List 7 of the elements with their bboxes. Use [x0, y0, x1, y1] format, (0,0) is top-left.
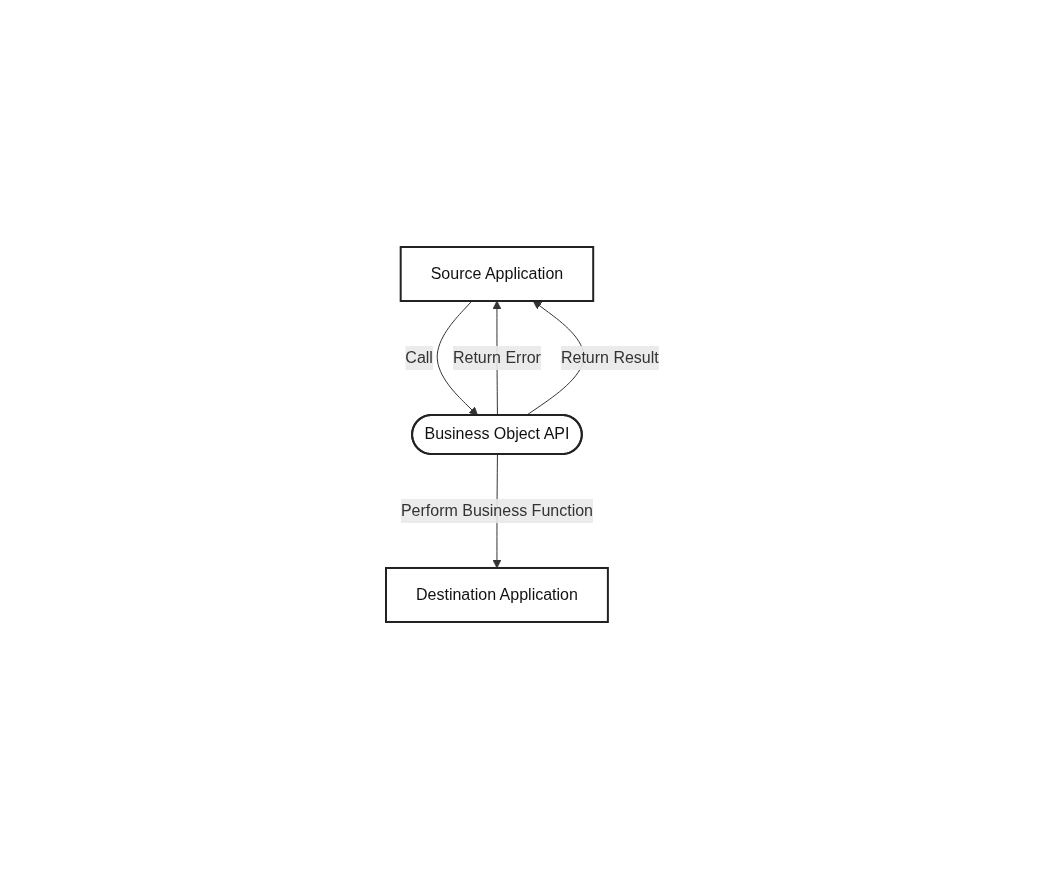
- node-box: Destination Application: [385, 567, 609, 623]
- arrow: [436, 300, 479, 416]
- edge-label: Return Result: [561, 349, 659, 366]
- edge-label: Call: [405, 349, 434, 366]
- edge-label: Perform Business Function: [401, 501, 594, 519]
- node-box: Source Application: [399, 246, 595, 302]
- edge-label: Return Error: [453, 349, 542, 366]
